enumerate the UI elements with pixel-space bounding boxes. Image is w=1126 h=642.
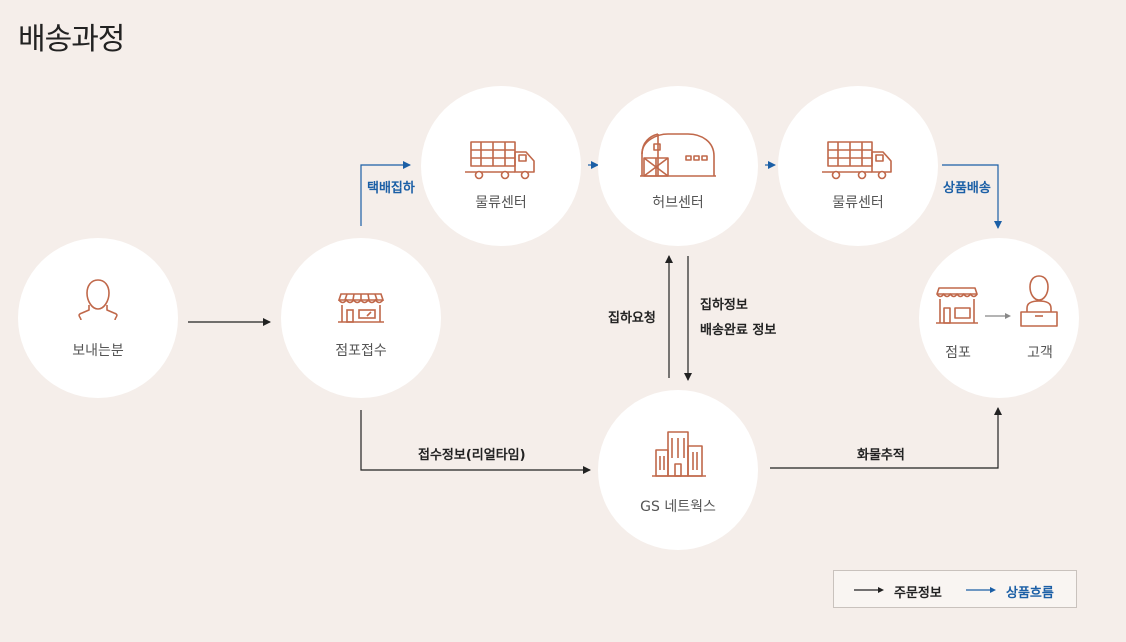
legend: 주문정보 상품흐름 [833,570,1077,608]
truck-icon [822,141,892,180]
arrow-store-to-logistics [360,161,411,226]
node-store-receipt: 점포접수 [281,238,441,398]
edge-label-pickup: 택배집하 [367,181,415,196]
storefront-icon [337,293,385,323]
node-logistics-center-2: 물류센터 [778,86,938,246]
arrow-cargo-tracking [770,407,1002,469]
legend-product-flow: 상품흐름 [1006,586,1054,601]
node-gs-network: GS 네트웍스 [598,390,758,550]
building-icon [652,431,706,477]
edge-label-receipt-info: 접수정보(리얼타임) [418,448,526,463]
node-label: GS 네트웍스 [640,499,716,515]
store-to-customer-icon [936,275,1058,327]
node-logistics-center-1: 물류센터 [421,86,581,246]
node-label: 점포접수 [335,343,387,359]
warehouse-icon [640,133,716,177]
node-sender: 보내는분 [18,238,178,398]
node-label-customer: 고객 [1027,345,1053,361]
node-label-store: 점포 [945,345,971,361]
node-store-customer: 점포 고객 [919,238,1079,398]
legend-order-info: 주문정보 [894,586,942,601]
node-hub-center: 허브센터 [598,86,758,246]
legend-order-arrow [854,587,996,593]
page-title: 배송과정 [18,22,125,57]
edge-label-pickup-info: 집하정보 [700,298,748,313]
node-label: 물류센터 [832,195,884,211]
edge-label-pickup-request: 집하요청 [608,311,656,326]
edge-label-delivery-complete: 배송완료 정보 [700,323,777,338]
node-label: 물류센터 [475,195,527,211]
truck-icon [465,141,535,180]
arrow-receipt-info [360,410,591,474]
node-label: 보내는분 [72,343,124,359]
edge-label-cargo-tracking: 화물추적 [857,448,905,463]
arrow-logistics-to-customer [942,164,1002,229]
person-icon [78,279,118,321]
node-label: 허브센터 [652,195,704,211]
edge-label-product-delivery: 상품배송 [943,181,991,196]
